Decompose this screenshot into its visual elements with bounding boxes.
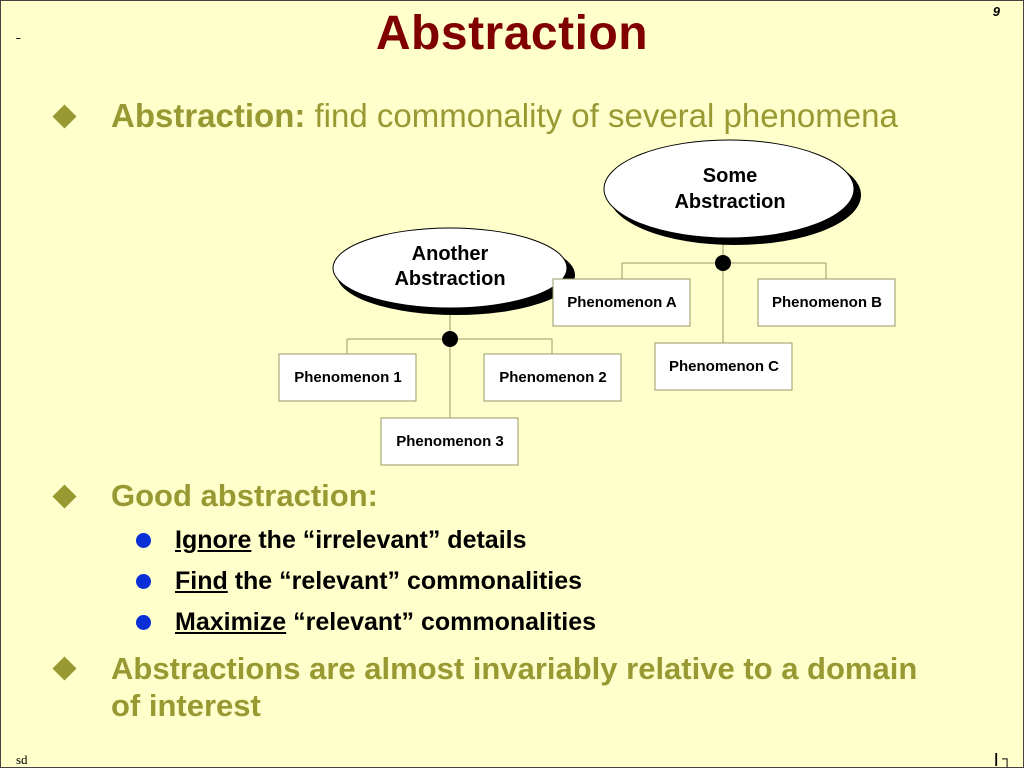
corner-mark: ˗ <box>16 28 21 44</box>
slide-title: Abstraction <box>375 7 649 60</box>
good-abstraction-heading: Good abstraction: <box>111 478 378 513</box>
sub-bullet-keyword: Find <box>175 567 228 595</box>
sub-bullet-maximize: Maximize “relevant” commonalities <box>175 608 596 637</box>
phenomenon-1-box <box>278 353 417 402</box>
sub-bullet-ignore: Ignore the “irrelevant” details <box>175 526 527 555</box>
another-abstraction-line2: Abstraction <box>394 268 505 290</box>
footer-left-label: sd <box>16 752 28 767</box>
phenomenon-b-box <box>757 278 896 327</box>
phenomenon-2-label: Phenomenon 2 <box>499 369 607 386</box>
phenomenon-3-box <box>380 417 519 466</box>
phenomenon-a-box <box>552 278 691 327</box>
sub-bullet-text: the “relevant” commonalities <box>227 567 583 595</box>
sub-bullet-text: the “irrelevant” details <box>251 526 527 554</box>
phenomenon-b-label: Phenomenon B <box>772 294 882 311</box>
some-abstraction-ellipse <box>603 139 855 239</box>
abstraction-text: find commonality of several phenomena <box>305 97 898 134</box>
relative-domain-bullet: Abstractions are almost invariably relat… <box>111 651 918 723</box>
sub-bullet-keyword: Maximize <box>175 608 287 636</box>
sub-bullet-keyword: Ignore <box>175 526 252 554</box>
phenomenon-c-label: Phenomenon C <box>669 358 779 375</box>
abstraction-definition: Abstraction: find commonality of several… <box>111 97 898 135</box>
phenomenon-1-label: Phenomenon 1 <box>294 369 402 386</box>
sub-bullet-find: Find the “relevant” commonalities <box>175 567 582 596</box>
round-bullet-icon <box>136 533 151 548</box>
sub-bullet-text: “relevant” commonalities <box>286 608 596 636</box>
slide-number: 9 <box>992 4 1000 19</box>
another-abstraction-line1: Another <box>412 243 489 265</box>
another-abstraction-ellipse <box>332 227 568 309</box>
junction-dot <box>715 255 731 271</box>
round-bullet-icon <box>136 574 151 589</box>
some-abstraction-line1: Some <box>703 165 757 187</box>
phenomenon-c-box <box>654 342 793 391</box>
phenomenon-3-label: Phenomenon 3 <box>396 433 504 450</box>
some-abstraction-line2: Abstraction <box>674 191 785 213</box>
junction-dot <box>442 331 458 347</box>
abstraction-term: Abstraction: <box>111 97 306 134</box>
footer-right-mark: | ┐ <box>994 750 1012 766</box>
phenomenon-2-box <box>483 353 622 402</box>
phenomenon-a-label: Phenomenon A <box>567 294 677 311</box>
round-bullet-icon <box>136 615 151 630</box>
